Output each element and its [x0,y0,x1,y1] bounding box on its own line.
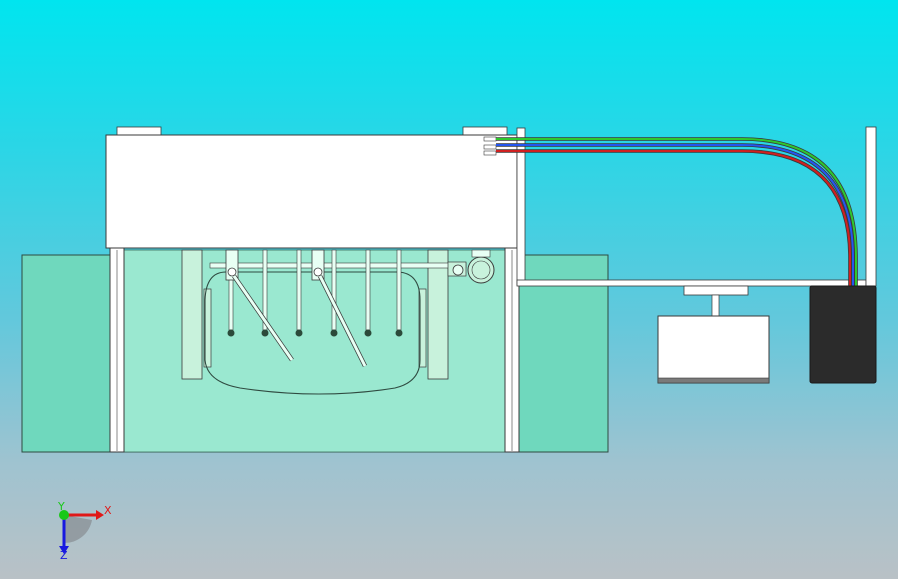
motor-mount-top [471,249,491,258]
frame-horizontal-bottom[interactable] [516,279,867,287]
connector-blue [483,144,497,150]
triad-shadow [64,515,92,544]
right-hinge-pin [313,267,323,277]
triad-x-arrow [96,510,104,520]
pipe-blue[interactable] [496,144,854,311]
pedestal-stem [711,294,720,317]
fixture-right-clamp [418,288,427,368]
pipe-bundle[interactable] [496,137,858,311]
rod-node-1 [227,329,235,337]
rod-group [228,249,402,331]
rod-6 [396,249,402,331]
basket-outline [204,271,421,395]
fixture-left-clamp [203,288,212,368]
pedestal-base-strip [657,377,770,384]
basket-top-rail [209,262,467,269]
pipe-connectors [483,136,497,156]
rod-node-6 [395,329,403,337]
pipe-red[interactable] [496,150,851,311]
triad-z-label: Z [60,549,68,562]
rod-node-2 [261,329,269,337]
frame-vertical-right[interactable] [865,126,877,287]
connector-green [483,136,497,142]
rod-node-4 [330,329,338,337]
right-angled-arm-fill [318,275,367,367]
fixture-right-plate[interactable] [427,249,449,380]
dark-reservoir-box[interactable] [809,285,877,384]
rod-node-5 [364,329,372,337]
pipe-green[interactable] [496,138,857,311]
left-angled-arm-fill [232,275,294,361]
rod-5 [365,249,371,331]
pedestal-box[interactable] [657,315,770,384]
triad-y-label: Y [57,500,65,513]
left-hinge-pin [227,267,237,277]
rod-4 [331,249,337,331]
connector-red [483,150,497,156]
rod-node-3 [295,329,303,337]
triad-x-label: X [104,504,112,517]
fixture-left-plate[interactable] [181,249,203,380]
rod-nodes [227,329,403,337]
triad-z-arrow [59,546,69,554]
coordinate-triad: X Y Z [57,500,112,562]
motor-small-gear [452,264,464,276]
rod-3 [296,249,302,331]
pedestal-cap[interactable] [683,285,749,296]
motor-housing-inner [471,260,491,280]
triad-y-axis-dot [59,510,69,520]
main-housing[interactable] [105,134,518,249]
